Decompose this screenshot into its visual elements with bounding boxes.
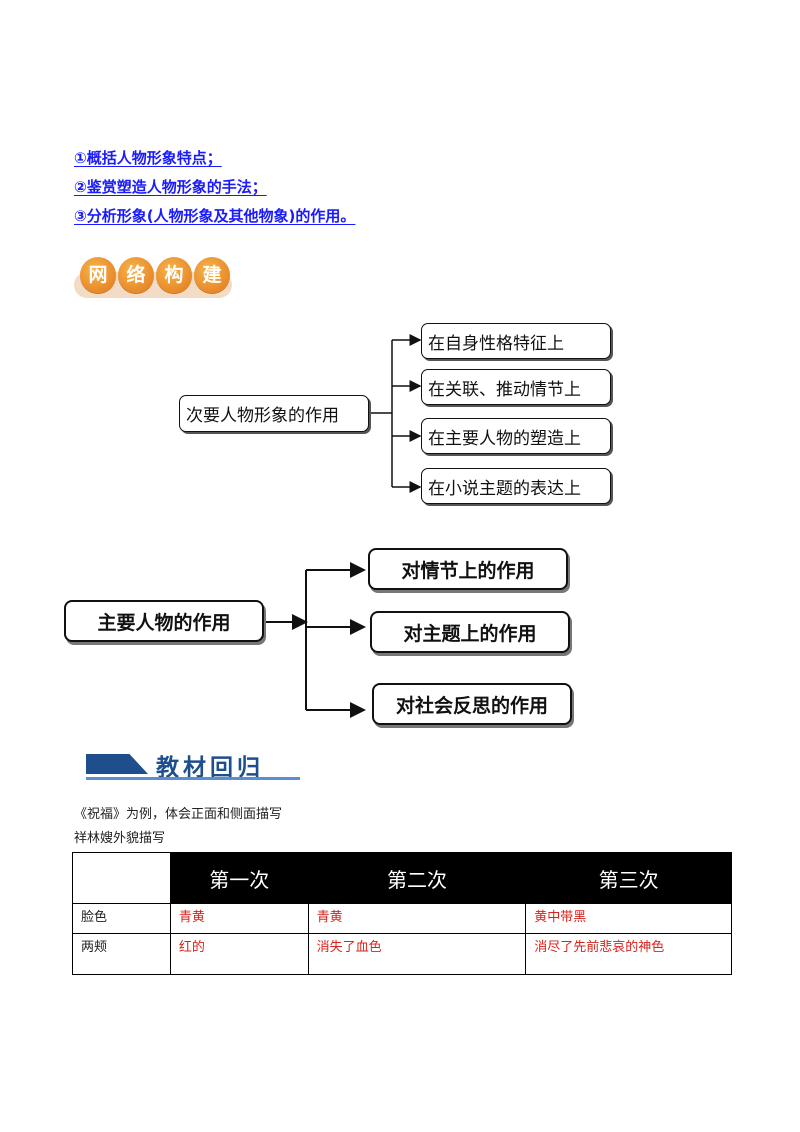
learning-goals: ①概括人物形象特点； ②鉴赏塑造人物形象的手法； ③分析形象(人物形象及其他物象… <box>74 144 355 231</box>
table-header-row: 第一次 第二次 第三次 <box>72 852 732 904</box>
table-cell: 青黄 <box>307 903 527 934</box>
table-header-cell: 第二次 <box>307 852 527 904</box>
intro-text: 《祝福》为例，体会正面和侧面描写 祥林嫂外貌描写 <box>74 803 282 851</box>
table-cell: 消失了血色 <box>307 933 527 975</box>
banner-char: 建 <box>194 257 230 293</box>
banner-decoration <box>86 754 148 774</box>
diagram2-branch: 对社会反思的作用 <box>372 683 572 725</box>
table-row: 脸色 青黄 青黄 黄中带黑 <box>72 903 732 934</box>
row-label: 脸色 <box>72 903 171 934</box>
banner-underline <box>86 777 300 780</box>
appearance-table: 第一次 第二次 第三次 脸色 青黄 青黄 黄中带黑 两颊 红的 消失了血色 消尽… <box>72 852 732 975</box>
section-banner-network: 网 络 构 建 <box>74 254 234 300</box>
diagram1-branch: 在主要人物的塑造上 <box>421 418 611 454</box>
goal-item: ③分析形象(人物形象及其他物象)的作用。 <box>74 207 356 225</box>
row-label: 两颊 <box>72 933 171 975</box>
diagram1-branch: 在自身性格特征上 <box>421 323 611 359</box>
table-header-cell: 第一次 <box>169 852 309 904</box>
goal-item: ②鉴赏塑造人物形象的手法； <box>74 178 267 196</box>
intro-line: 祥林嫂外貌描写 <box>74 831 166 846</box>
diagram1-branch: 在小说主题的表达上 <box>421 468 611 504</box>
banner-char: 络 <box>118 257 154 293</box>
goal-item: ①概括人物形象特点； <box>74 149 222 167</box>
diagram2-branch: 对情节上的作用 <box>368 548 568 590</box>
diagram1-root: 次要人物形象的作用 <box>179 395 369 432</box>
table-cell: 黄中带黑 <box>525 903 732 934</box>
intro-line: 《祝福》为例，体会正面和侧面描写 <box>74 807 283 822</box>
table-cell: 红的 <box>169 933 309 975</box>
diagram2-root: 主要人物的作用 <box>64 600 264 642</box>
section-title: 教材回归 <box>156 754 264 781</box>
table-cell: 青黄 <box>169 903 309 934</box>
table-row: 两颊 红的 消失了血色 消尽了先前悲哀的神色 <box>72 933 732 975</box>
table-header-cell: 第三次 <box>525 852 732 904</box>
banner-char: 网 <box>80 257 116 293</box>
table-header-cell <box>72 852 171 904</box>
diagram1-branch: 在关联、推动情节上 <box>421 369 611 405</box>
banner-char: 构 <box>156 257 192 293</box>
section-banner-textbook: 教材回归 <box>86 748 304 782</box>
table-cell: 消尽了先前悲哀的神色 <box>525 933 732 975</box>
diagram2-branch: 对主题上的作用 <box>370 611 570 653</box>
